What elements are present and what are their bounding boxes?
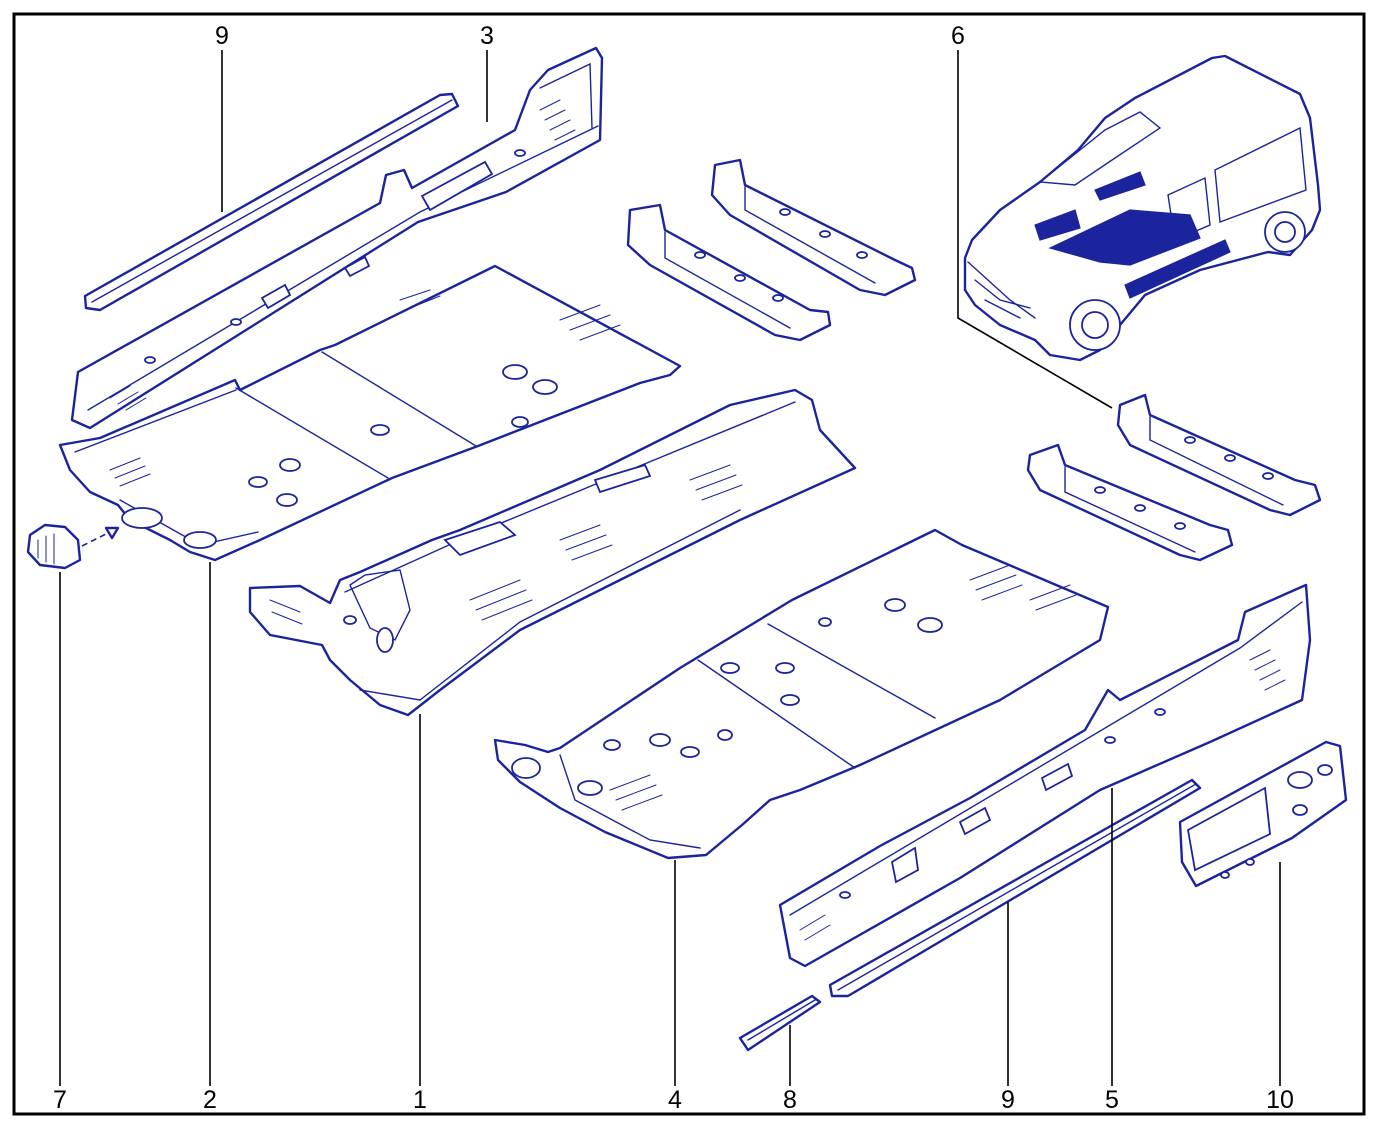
part-sill-strip-bottom [828, 778, 1202, 998]
part-left-side-rail [70, 46, 604, 430]
callout-label-6: 6 [951, 22, 965, 50]
assembly-arrowhead [104, 526, 120, 540]
part-cross-member-d [1116, 393, 1322, 517]
part-cross-member-c [1026, 443, 1234, 562]
highlighted-floor-right [1124, 239, 1231, 299]
callout-label-7: 7 [53, 1086, 67, 1114]
part-cross-member-b [710, 158, 917, 297]
highlighted-floor-rear [1094, 171, 1146, 201]
callout-label-9-bottom: 9 [1001, 1086, 1015, 1114]
part-left-floor-panel [58, 264, 682, 562]
callout-label-2: 2 [203, 1086, 217, 1114]
callout-label-4: 4 [668, 1086, 682, 1114]
callout-label-10: 10 [1266, 1086, 1294, 1114]
part-right-floor-panel [493, 528, 1110, 860]
callout-label-9-top: 9 [215, 22, 229, 50]
highlighted-floor-center [1048, 209, 1201, 266]
diagram-frame [12, 12, 1366, 1116]
part-small-bracket [738, 994, 822, 1052]
vehicle-locator-view [963, 54, 1322, 362]
callout-label-5: 5 [1105, 1086, 1119, 1114]
callout-label-3: 3 [480, 22, 494, 50]
leader-lines [59, 50, 1281, 1086]
part-right-side-rail [778, 583, 1312, 968]
leader-line-6 [957, 50, 1113, 409]
part-central-floor-tunnel [248, 388, 857, 717]
part-cross-member-a [626, 203, 832, 342]
part-sill-strip-top [83, 92, 460, 312]
part-cap-plug [26, 523, 120, 570]
callout-label-1: 1 [413, 1086, 427, 1114]
highlighted-floor-left [1034, 209, 1081, 241]
callout-label-8: 8 [783, 1086, 797, 1114]
callout-labels: 9 3 6 7 2 1 4 8 9 5 10 [53, 22, 1294, 1114]
part-reinforcement-plate [1178, 740, 1348, 888]
